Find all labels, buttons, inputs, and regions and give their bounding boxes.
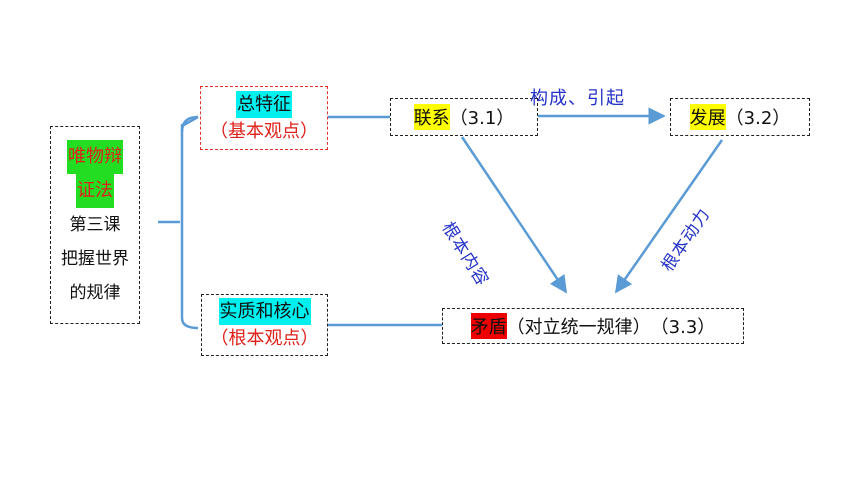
edge-label-constitute: 构成、引起 <box>530 88 625 109</box>
node-fazhan: 发展 （3.2） <box>670 98 810 136</box>
node-fazhan-term: 发展 <box>689 104 726 130</box>
node-maodun-desc: （对立统一规律） <box>506 317 651 338</box>
node-maodun: 矛盾 （对立统一规律） （3.3） <box>442 308 744 344</box>
node-lianxi: 联系 （3.1） <box>390 98 538 136</box>
bracket-connector <box>158 115 199 330</box>
lesson-title-box: 唯物辩 证法 第三课 把握世界 的规律 <box>50 126 140 324</box>
lesson-line-5: 的规律 <box>69 283 121 303</box>
general-feature-subtitle: （基本观点） <box>210 121 318 142</box>
general-feature-title: 总特征 <box>236 91 292 118</box>
topic-line-2: 证法 <box>76 174 114 208</box>
lesson-line-3: 第三课 <box>69 215 121 235</box>
lesson-line-4: 把握世界 <box>61 249 129 269</box>
general-feature-box: 总特征 （基本观点） <box>200 86 328 150</box>
topic-line-1: 唯物辩 <box>67 140 123 174</box>
node-maodun-ref: （3.3） <box>650 317 716 338</box>
node-fazhan-ref: （3.2） <box>725 108 791 129</box>
node-maodun-term: 矛盾 <box>470 313 507 339</box>
arrow-fazhan-maodun <box>614 139 724 294</box>
essence-core-subtitle: （根本观点） <box>210 328 319 349</box>
node-lianxi-term: 联系 <box>413 104 450 130</box>
essence-core-title: 实质和核心 <box>218 298 311 325</box>
essence-core-box: 实质和核心 （根本观点） <box>201 294 328 356</box>
arrow-lianxi-maodun <box>460 136 568 294</box>
node-lianxi-ref: （3.1） <box>449 108 515 129</box>
bracket-top-curve <box>180 115 199 133</box>
